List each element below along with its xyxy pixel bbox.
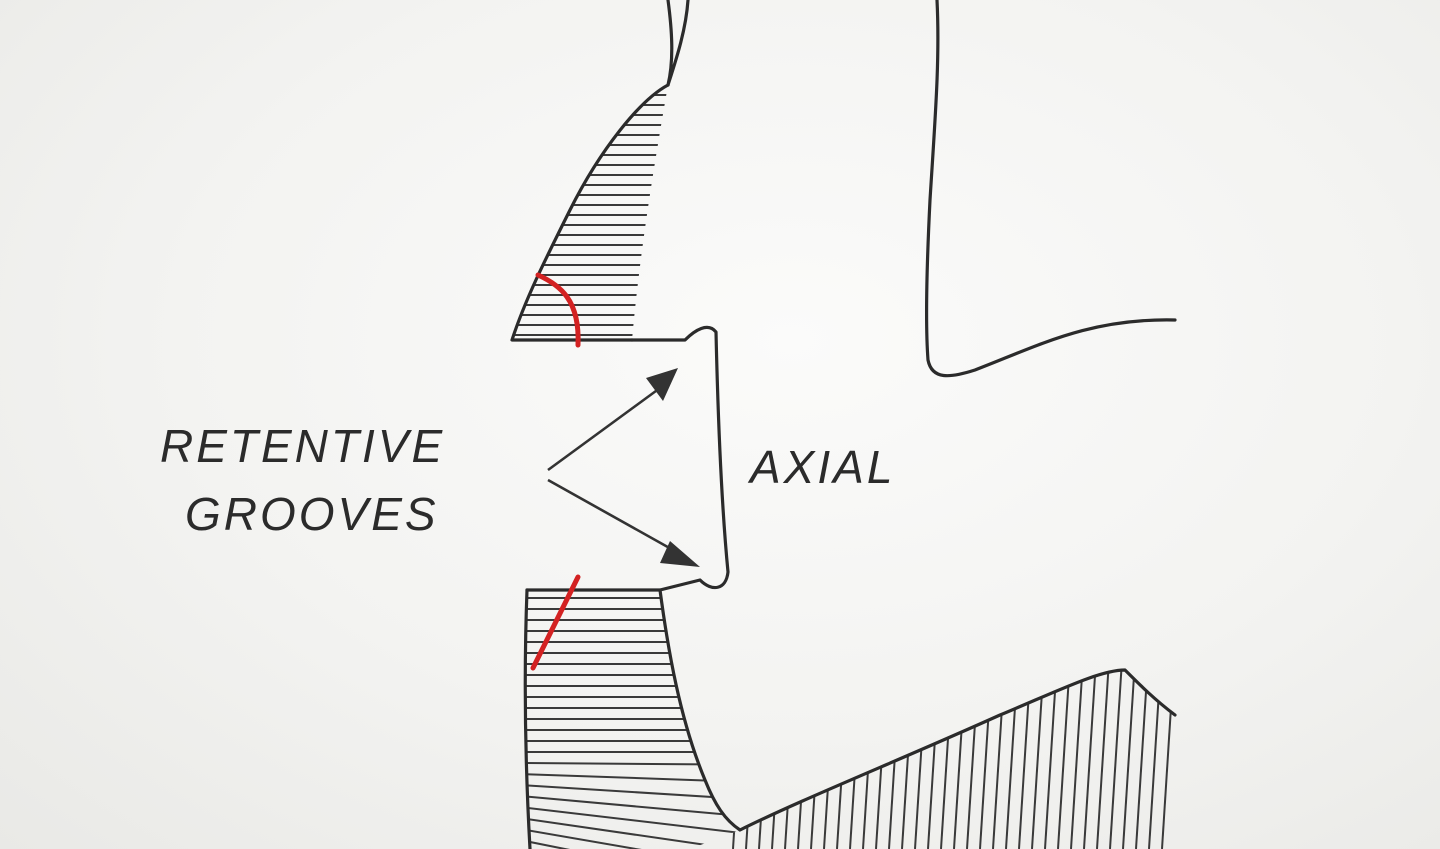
hatch-line: [525, 795, 740, 819]
hatch-line: [1161, 670, 1175, 849]
retentive-label: RETENTIVE: [160, 420, 445, 472]
hatch-line: [1031, 670, 1045, 849]
tooth-right-contour: [924, 0, 1177, 378]
hatch-line: [1109, 670, 1123, 849]
hatch-line: [875, 670, 889, 849]
lower-left-edge: [523, 588, 532, 849]
arrow-to-lower-groove: [547, 478, 700, 567]
hatch-line: [1005, 670, 1019, 849]
hatch-line: [979, 670, 993, 849]
hatch-line: [1018, 670, 1032, 849]
red-margin-mark-upper: [535, 272, 581, 348]
grooves-label: GROOVES: [185, 488, 439, 540]
hatch-line: [914, 670, 928, 849]
hatch-line: [836, 670, 850, 849]
hatch-line: [1148, 670, 1162, 849]
hatch-line: [525, 773, 740, 784]
hatch-line: [1070, 670, 1084, 849]
hatch-line: [525, 806, 740, 837]
lower-right-hatched-region: [732, 670, 1175, 849]
hatch-line: [810, 670, 824, 849]
hatch-line: [1096, 670, 1110, 849]
hatch-line: [992, 670, 1006, 849]
upper-hatched-region: [512, 94, 668, 336]
hatch-line: [966, 670, 980, 849]
hatch-line: [940, 670, 954, 849]
hatch-line: [1057, 670, 1071, 849]
red-margin-mark-lower: [530, 574, 581, 671]
arrow-to-upper-groove: [547, 368, 678, 472]
lower-hatched-region: [525, 597, 740, 849]
hatch-line: [1044, 670, 1058, 849]
hatch-line: [862, 670, 876, 849]
hatch-line: [771, 670, 785, 849]
hatch-line: [525, 828, 740, 849]
hatch-line: [927, 670, 941, 849]
hatch-line: [823, 670, 837, 849]
lower-region-outline: [525, 588, 1177, 832]
hatch-line: [1122, 670, 1136, 849]
hatch-line: [784, 670, 798, 849]
axial-label: AXIAL: [747, 441, 895, 493]
retentive-groove-box: [630, 325, 730, 592]
hatch-line: [797, 670, 811, 849]
hatch-line: [525, 839, 740, 849]
hatch-line: [849, 670, 863, 849]
hatch-line: [525, 817, 740, 849]
hatch-line: [525, 762, 740, 766]
upper-region-outline: [510, 83, 670, 342]
hatch-line: [953, 670, 967, 849]
tooth-top-lines: [666, 0, 690, 87]
hatch-line: [1083, 670, 1097, 849]
hatch-line: [888, 670, 902, 849]
hatch-line: [525, 784, 740, 801]
hatch-line: [732, 670, 746, 849]
